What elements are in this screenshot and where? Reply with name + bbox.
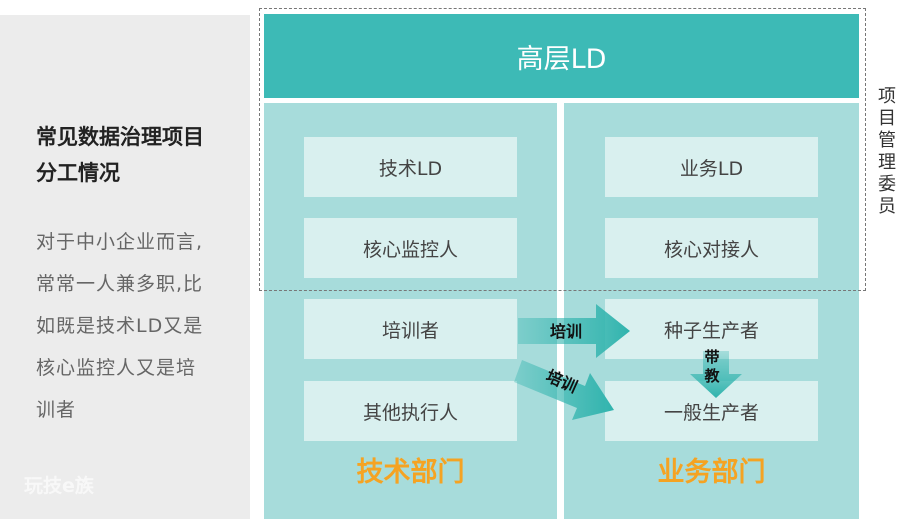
biz-department-label: 业务部门 [657, 457, 766, 488]
panel-description: 对于中小企业而言, 常常一人兼多职,比 如既是技术LD又是 核心监控人又是培 训… [36, 221, 236, 431]
desc-line: 常常一人兼多职,比 [36, 273, 204, 295]
panel-title: 常见数据治理项目 分工情况 [36, 119, 246, 191]
role-core-liaison: 核心对接人 [605, 218, 818, 278]
teach-label-line1: 带 [704, 348, 719, 366]
desc-line: 如既是技术LD又是 [36, 315, 204, 337]
role-core-monitor: 核心监控人 [304, 218, 517, 278]
desc-line: 训者 [36, 399, 77, 421]
brand-logo-text: 玩技e族 [24, 475, 94, 497]
teach-arrow [690, 351, 742, 398]
description-panel: 常见数据治理项目 分工情况 对于中小企业而言, 常常一人兼多职,比 如既是技术L… [0, 15, 250, 519]
role-biz-ld: 业务LD [605, 137, 818, 197]
desc-line: 核心监控人又是培 [36, 357, 197, 379]
train-arrow-2 [514, 360, 614, 420]
tech-department-label: 技术部门 [356, 457, 465, 488]
role-trainer: 培训者 [304, 299, 517, 359]
desc-line: 对于中小企业而言, [36, 231, 204, 253]
train-arrow-1 [518, 304, 630, 358]
role-seed-producer: 种子生产者 [605, 299, 818, 359]
role-other-executor: 其他执行人 [304, 381, 517, 441]
panel-title-line1: 常见数据治理项目 [36, 125, 204, 149]
teach-label-line2: 教 [703, 367, 720, 385]
senior-ld-bar: 高层LD [264, 14, 859, 98]
senior-ld-label: 高层LD [516, 43, 607, 75]
project-committee-label: 项目管理委员 [878, 86, 896, 217]
train-arrow-1-label: 培训 [550, 322, 582, 341]
role-tech-ld: 技术LD [304, 137, 517, 197]
project-committee-outline [259, 8, 866, 291]
panel-title-line2: 分工情况 [36, 161, 120, 185]
